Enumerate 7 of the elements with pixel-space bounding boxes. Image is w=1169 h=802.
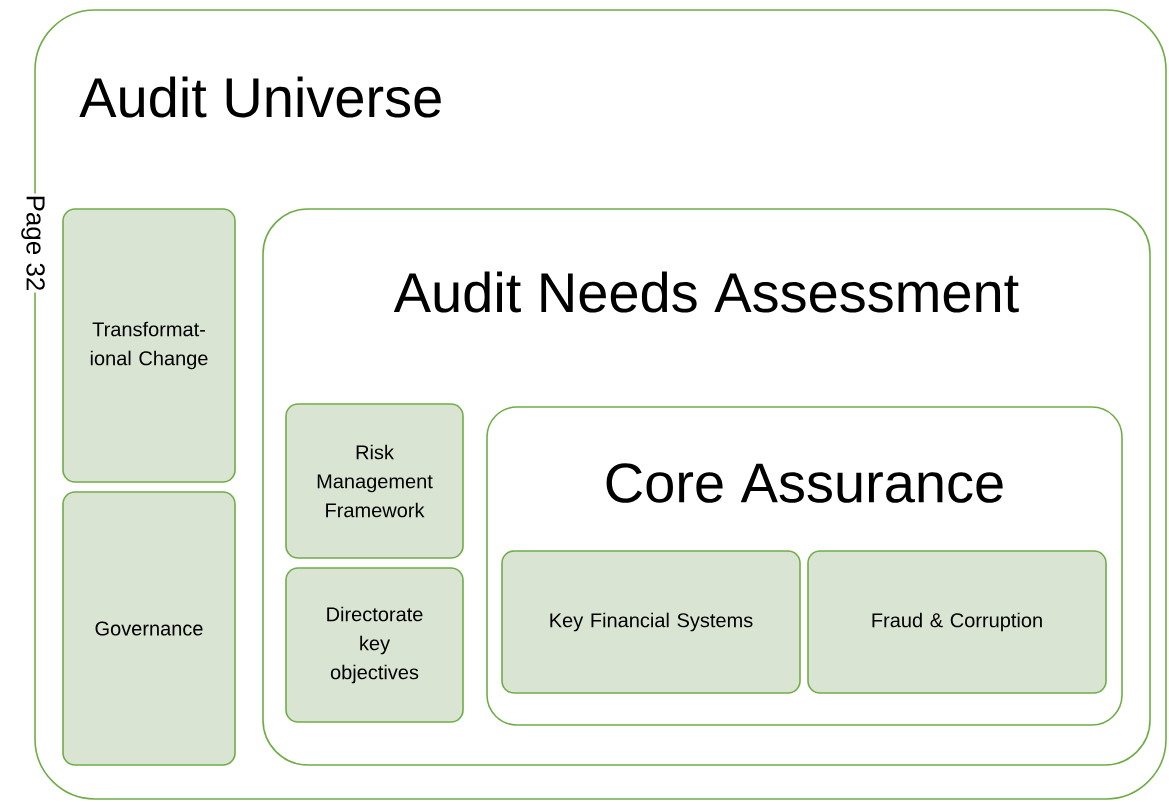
text-box: Transformat- ional Change — [62, 208, 236, 483]
text-box: Key Financial Systems — [501, 550, 801, 694]
text-box: Risk Management Framework — [285, 403, 464, 559]
text-box: Fraud & Corruption — [807, 550, 1107, 694]
page-number: Page 32 — [20, 193, 46, 293]
text-box: Governance — [62, 491, 236, 766]
text-box: Directorate key objectives — [285, 567, 464, 723]
